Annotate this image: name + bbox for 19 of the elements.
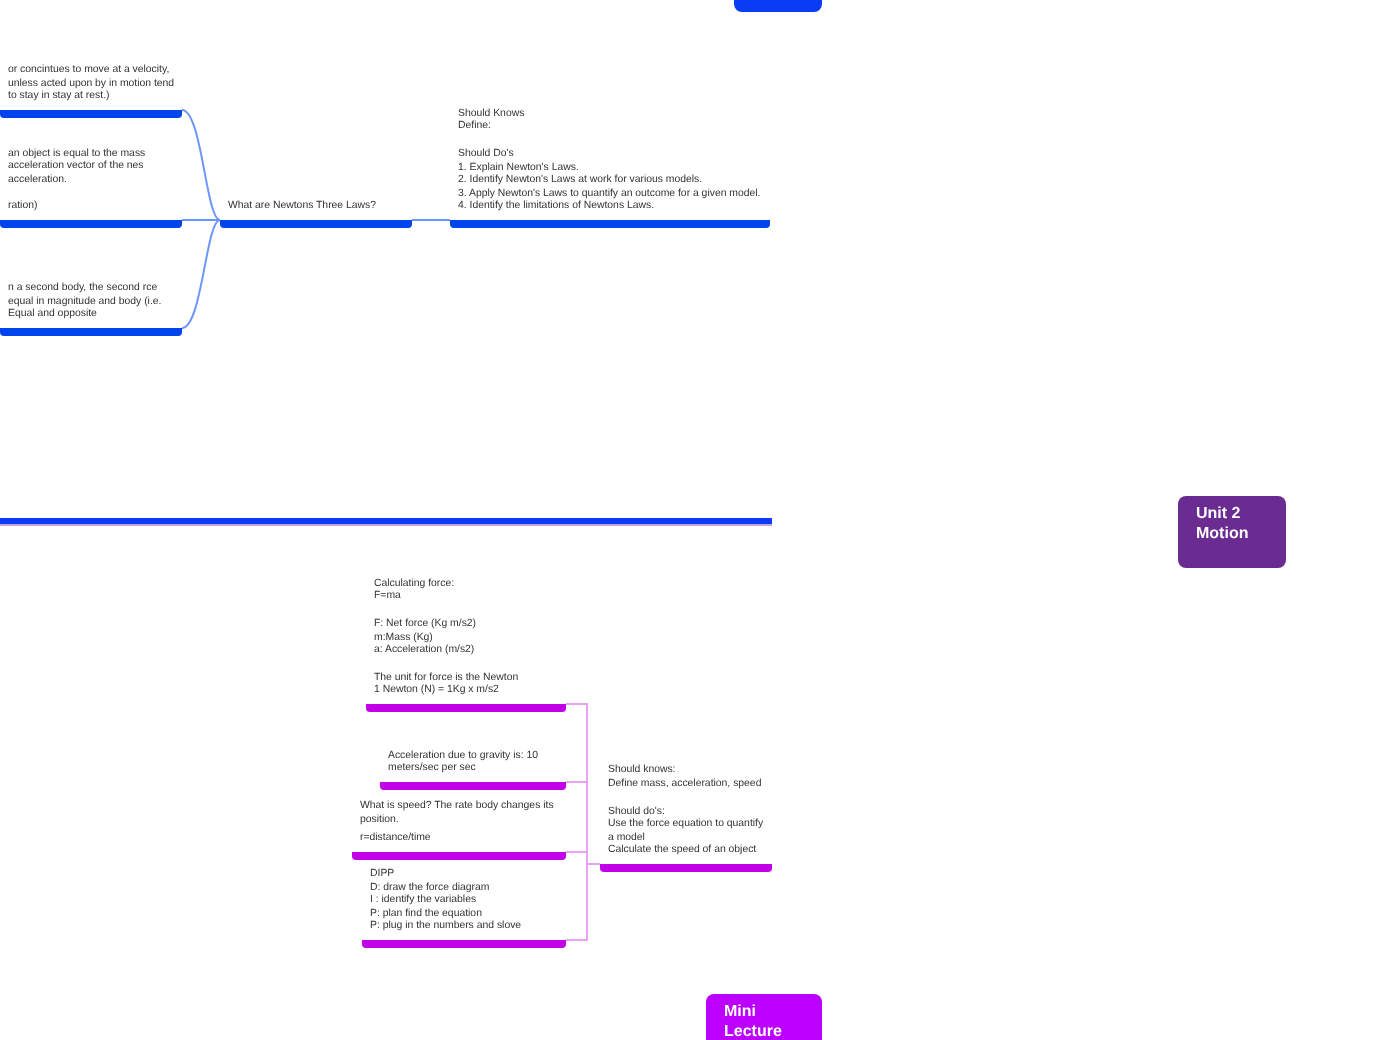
topic-label: Mini Lecture — [724, 1002, 784, 1040]
topic-label: Unit 2 Motion — [1196, 504, 1251, 544]
topic-underline — [366, 577, 566, 712]
topic-underline — [600, 764, 772, 872]
topic-underline — [0, 282, 182, 336]
connector-line — [181, 109, 221, 221]
topic-underline — [362, 868, 566, 948]
connector-line — [565, 863, 601, 941]
topic-underline — [0, 147, 182, 228]
connector-line — [181, 219, 221, 329]
topic-underline — [220, 200, 412, 228]
topic-underline — [450, 107, 770, 228]
connector-line — [181, 219, 221, 221]
topic-box — [706, 994, 822, 1040]
connector-line — [411, 219, 451, 221]
topic-underline — [0, 64, 182, 118]
topic-underline — [352, 800, 566, 860]
topic-underline — [380, 749, 566, 790]
topic-box — [1178, 496, 1286, 568]
